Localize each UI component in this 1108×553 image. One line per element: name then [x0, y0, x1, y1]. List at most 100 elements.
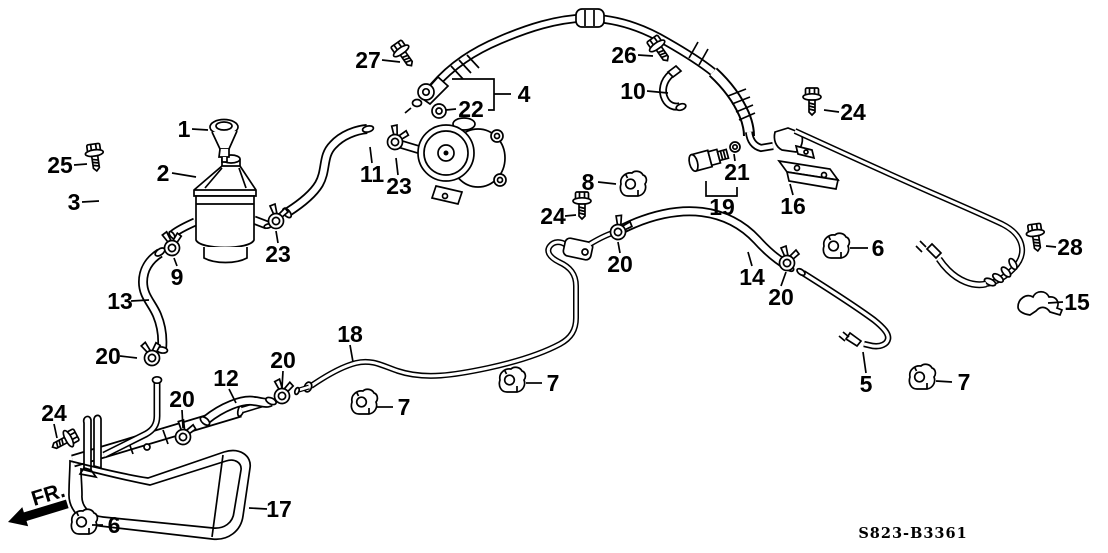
part-20-clamp — [272, 377, 296, 405]
callout-label: 10 — [620, 78, 646, 104]
pipe-bracket — [82, 415, 92, 472]
callout-label: 14 — [739, 264, 765, 290]
part-28-bolt — [1024, 222, 1048, 253]
part-19-pressure-switch — [688, 148, 730, 173]
callout-label: 7 — [958, 369, 971, 395]
callout-25: 25 — [47, 152, 88, 178]
leader-line — [747, 251, 753, 267]
callout-label: 12 — [213, 365, 239, 391]
callout-label: 20 — [270, 347, 296, 373]
part-7-clip — [908, 363, 937, 390]
callout-label: 22 — [458, 96, 484, 122]
part-6-clip — [70, 508, 99, 535]
callout-12: 12 — [213, 365, 239, 404]
callout-24: 24 — [540, 203, 577, 229]
leader-line — [1047, 301, 1064, 304]
leader-line — [130, 299, 150, 302]
callout-label: 23 — [265, 241, 291, 267]
callout-28: 28 — [1045, 234, 1083, 260]
leader-line — [369, 146, 373, 164]
part-20-clamp — [607, 212, 635, 244]
part-10-bracket — [659, 64, 687, 112]
leader-line — [119, 355, 138, 359]
callout-24: 24 — [41, 400, 67, 439]
callout-20: 20 — [169, 386, 195, 429]
part-12-hose — [199, 395, 277, 427]
callout-label: 16 — [780, 193, 806, 219]
callout-label: 27 — [355, 47, 381, 73]
leader-line — [789, 183, 794, 196]
callout-26: 26 — [611, 42, 654, 68]
leader-line — [173, 257, 178, 267]
callout-label: 20 — [95, 343, 121, 369]
callout-label: 24 — [41, 400, 67, 426]
callout-21: 21 — [724, 153, 750, 185]
callout-label: 7 — [398, 394, 411, 420]
callout-14: 14 — [739, 251, 765, 290]
part-7-clip — [498, 366, 527, 393]
callout-9: 9 — [171, 257, 183, 290]
leader-line — [733, 153, 736, 162]
callout-7: 7 — [526, 370, 559, 396]
callout-10: 10 — [620, 78, 669, 104]
callout-20: 20 — [95, 343, 138, 369]
part-21-washer — [729, 141, 741, 153]
power-steering-pump — [395, 117, 507, 206]
part-1-reservoir-cap — [209, 118, 239, 163]
leader-line — [248, 507, 268, 510]
leader-line — [862, 351, 867, 374]
callout-label: 21 — [724, 159, 750, 185]
callout-6: 6 — [850, 235, 884, 261]
callout-label: 19 — [709, 194, 735, 220]
part-26-bolt — [643, 32, 676, 67]
callout-19: 19 — [705, 181, 738, 220]
callout-4: 4 — [452, 78, 531, 111]
callout-18: 18 — [337, 321, 363, 363]
leader-line — [617, 241, 621, 254]
callout-16: 16 — [780, 183, 806, 219]
part-17-cooler-loop — [68, 449, 251, 541]
leader-line — [705, 181, 738, 197]
part-22-washer — [431, 103, 447, 119]
callout-label: 1 — [178, 116, 191, 142]
part-24-bolt — [802, 87, 822, 116]
junction-mount — [773, 127, 816, 160]
callout-23: 23 — [386, 157, 412, 199]
part-7-clip — [350, 388, 379, 415]
leader-line — [349, 344, 354, 363]
part-25-bolt — [83, 142, 107, 173]
callout-17: 17 — [248, 496, 292, 522]
part-15-clip — [1017, 290, 1064, 317]
callout-8: 8 — [582, 169, 617, 195]
callout-label: 20 — [768, 284, 794, 310]
part-5-pipe — [796, 267, 892, 350]
callout-22: 22 — [445, 96, 484, 122]
callout-label: 24 — [540, 203, 566, 229]
part-24-bolt — [47, 425, 82, 456]
callout-20: 20 — [768, 271, 794, 310]
callout-label: 5 — [860, 371, 873, 397]
callout-label: 25 — [47, 152, 73, 178]
callout-20: 20 — [607, 241, 633, 277]
leader-line — [564, 214, 577, 217]
part-18-return-pipe — [293, 229, 617, 396]
callout-23: 23 — [265, 230, 291, 267]
callout-7: 7 — [935, 369, 971, 395]
callout-3: 3 — [68, 189, 100, 215]
leader-line — [73, 163, 88, 166]
leader-line — [445, 108, 457, 111]
callout-label: 2 — [157, 160, 170, 186]
callout-label: 4 — [518, 81, 531, 107]
callout-15: 15 — [1047, 289, 1090, 315]
callout-5: 5 — [860, 351, 873, 397]
leader-line — [228, 388, 237, 404]
part-feed-pipe-right — [793, 128, 1026, 289]
callout-label: 18 — [337, 321, 363, 347]
callout-label: 6 — [872, 235, 885, 261]
callout-label: 15 — [1064, 289, 1090, 315]
callout-label: 28 — [1057, 234, 1083, 260]
callout-label: 3 — [68, 189, 81, 215]
part-4-feed-hose — [404, 8, 774, 153]
